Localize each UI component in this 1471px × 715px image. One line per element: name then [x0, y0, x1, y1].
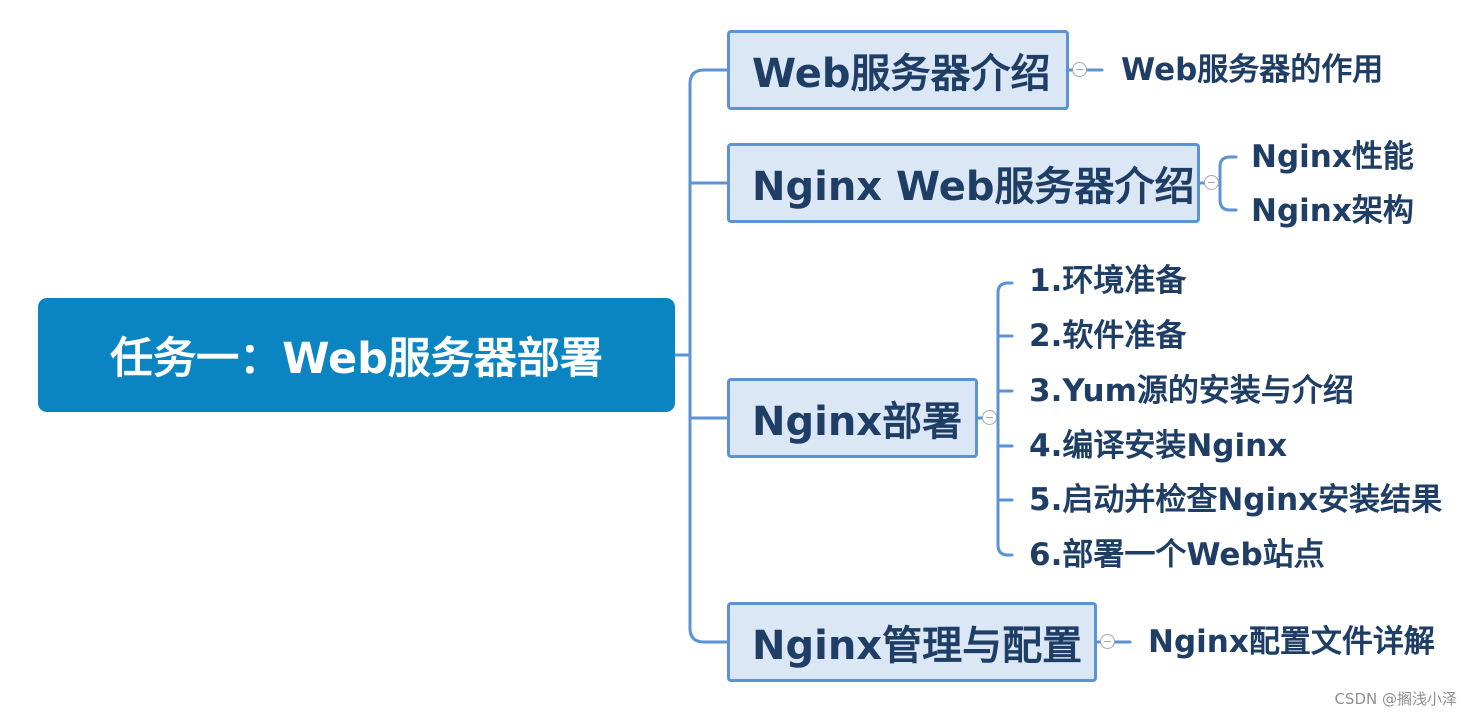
collapse-toggle-icon[interactable]	[1100, 634, 1115, 649]
branch-nginx-manage-config[interactable]: Nginx管理与配置	[727, 602, 1097, 682]
branch-label: Nginx部署	[752, 399, 963, 445]
branch-nginx-web-server-intro[interactable]: Nginx Web服务器介绍	[727, 143, 1200, 223]
branch-web-server-intro[interactable]: Web服务器介绍	[727, 30, 1069, 110]
leaf-node[interactable]: 6.部署一个Web站点	[1029, 537, 1325, 573]
leaf-node[interactable]: Nginx性能	[1251, 139, 1414, 175]
leaf-node[interactable]: 5.启动并检查Nginx安装结果	[1029, 482, 1443, 518]
leaf-node[interactable]: Nginx架构	[1251, 193, 1414, 229]
leaf-node[interactable]: 4.编译安装Nginx	[1029, 428, 1288, 464]
watermark: CSDN @搁浅小泽	[1334, 690, 1457, 708]
leaf-node[interactable]: Nginx配置文件详解	[1148, 624, 1435, 660]
leaf-node[interactable]: 2.软件准备	[1029, 318, 1187, 354]
leaf-node[interactable]: 3.Yum源的安装与介绍	[1029, 373, 1354, 409]
collapse-toggle-icon[interactable]	[1072, 62, 1087, 77]
branch-label: Web服务器介绍	[752, 51, 1051, 97]
branch-label: Nginx Web服务器介绍	[752, 164, 1195, 210]
collapse-toggle-icon[interactable]	[1204, 175, 1219, 190]
leaf-node[interactable]: Web服务器的作用	[1121, 52, 1384, 88]
branch-label: Nginx管理与配置	[752, 623, 1083, 669]
collapse-toggle-icon[interactable]	[982, 410, 997, 425]
root-node[interactable]: 任务一：Web服务器部署	[38, 298, 675, 412]
branch-nginx-deploy[interactable]: Nginx部署	[727, 378, 978, 458]
root-label: 任务一：Web服务器部署	[110, 334, 603, 384]
leaf-node[interactable]: 1.环境准备	[1029, 263, 1187, 299]
